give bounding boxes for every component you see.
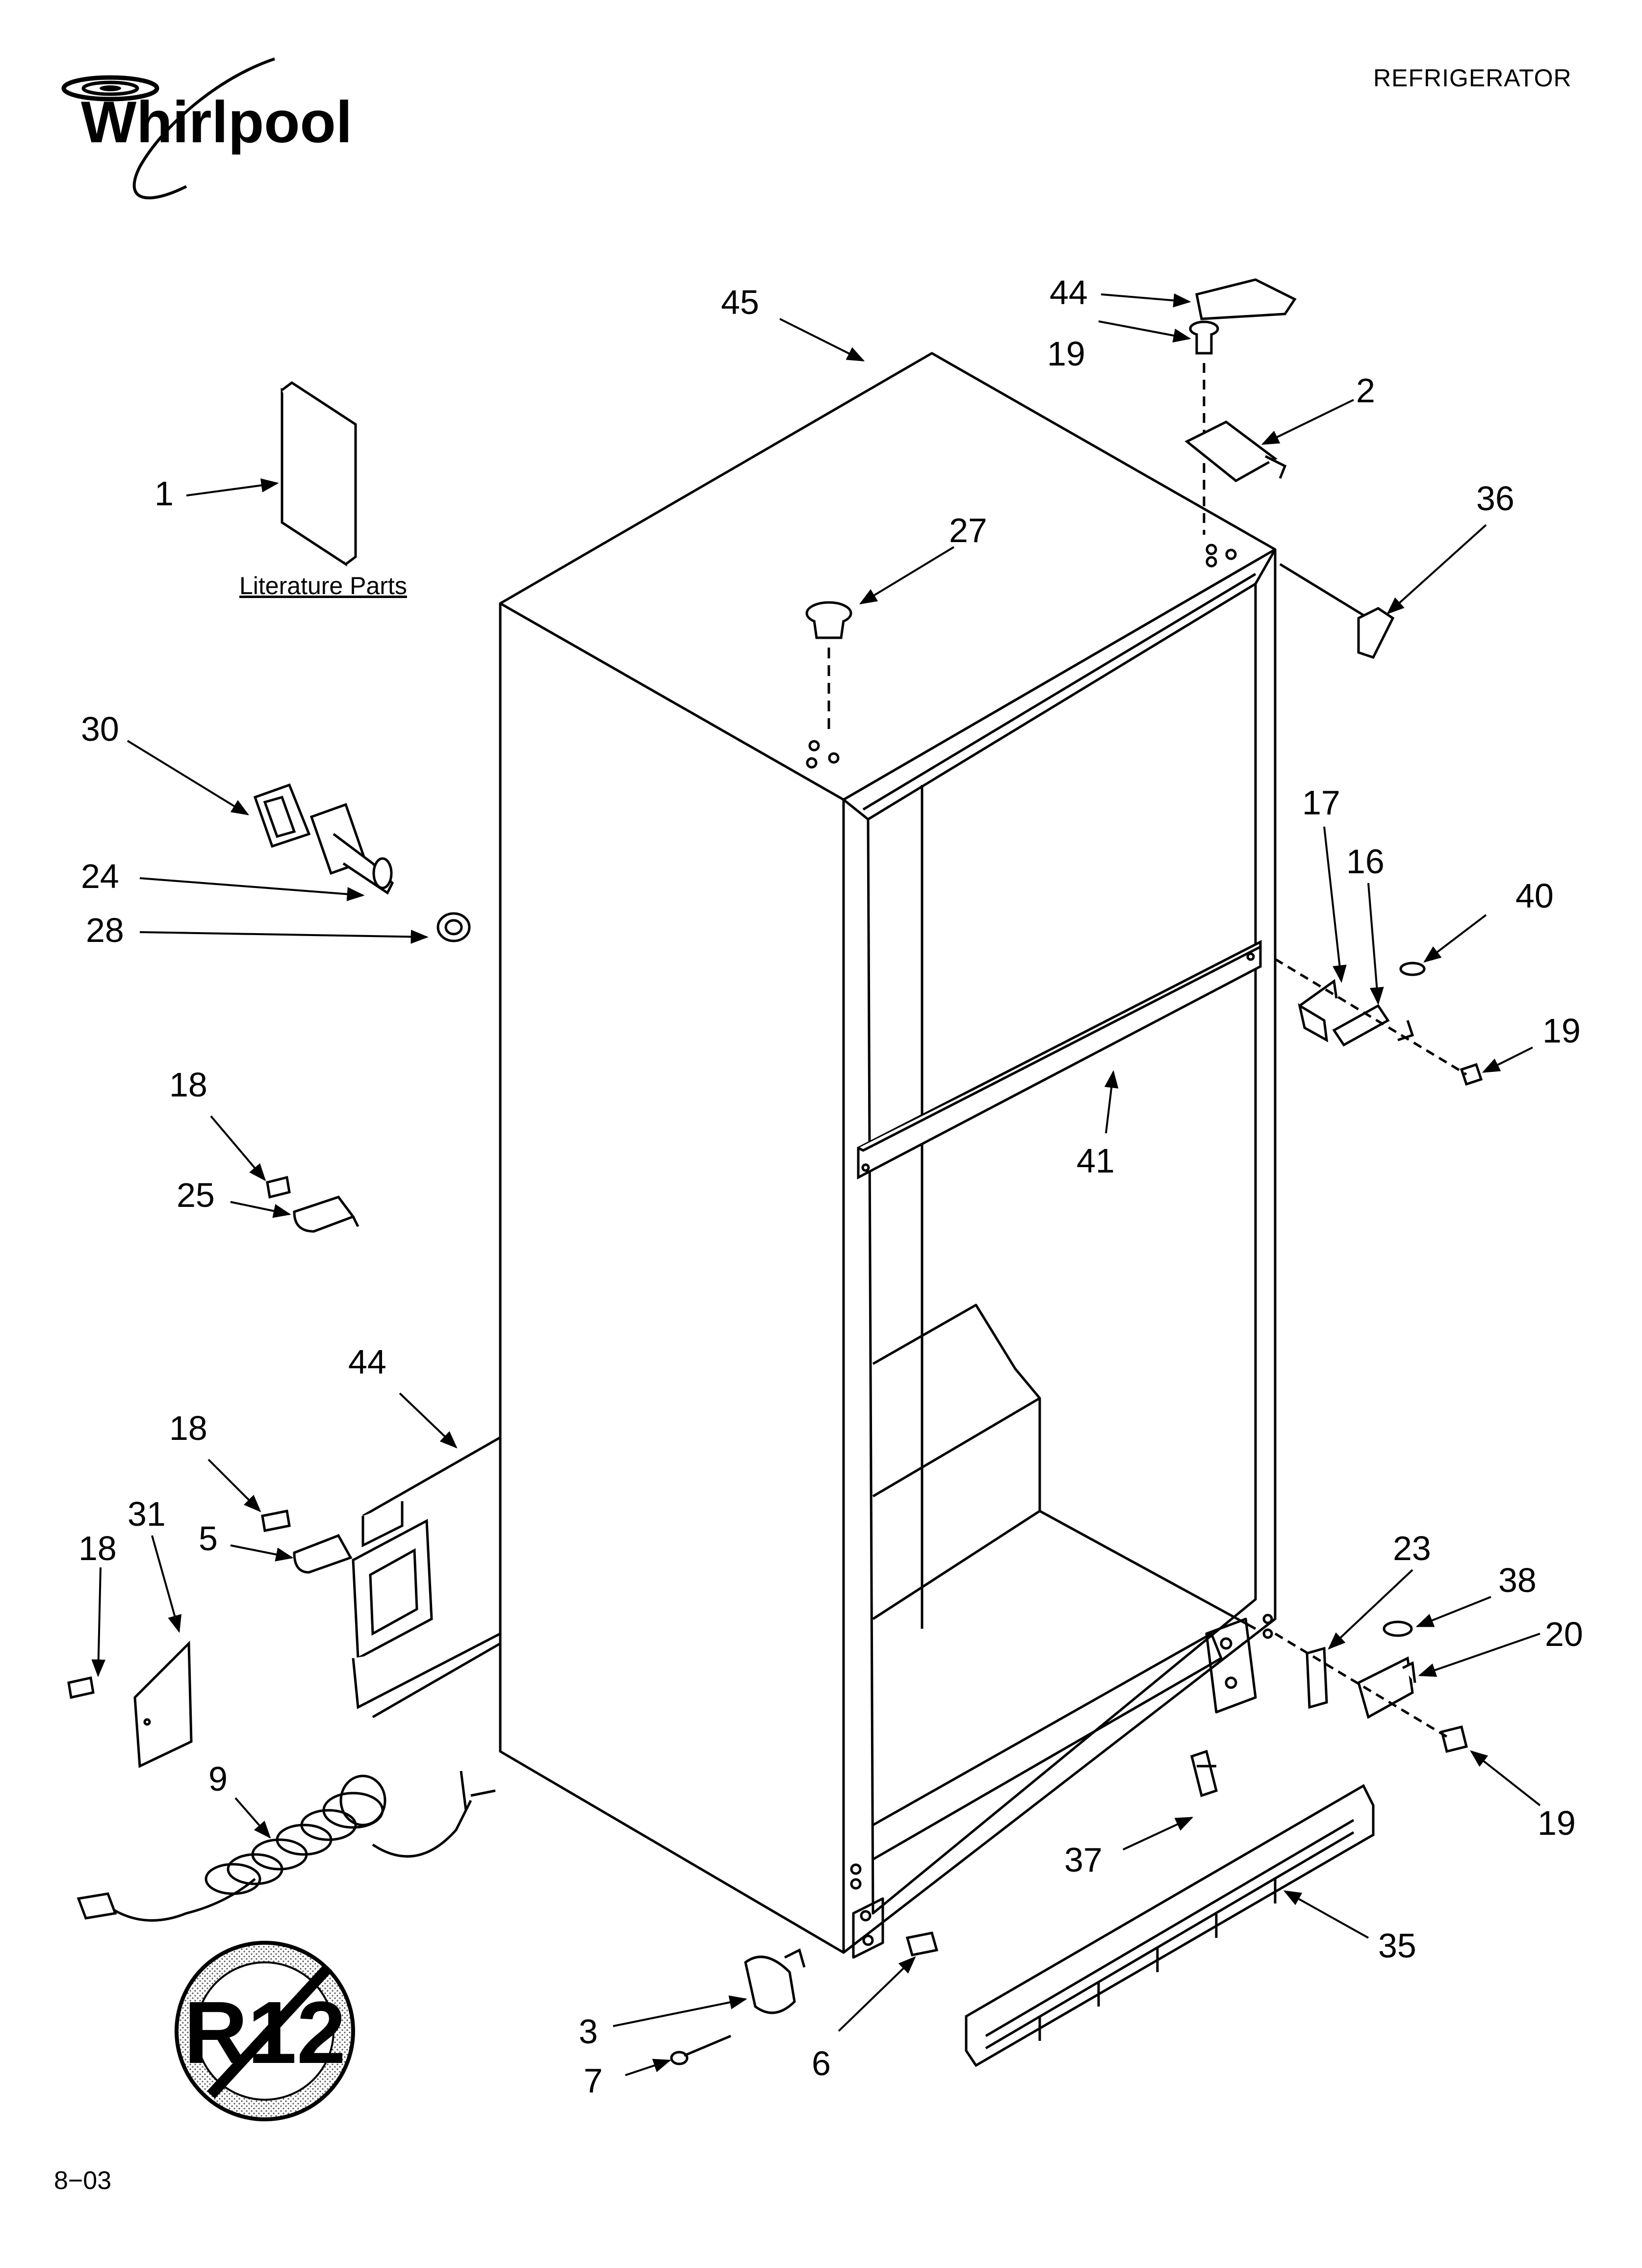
rear-panel-44 [352,1436,501,1719]
leader-18a [210,1115,266,1181]
hinge-cover-35 [1279,563,1395,659]
callout-35: 36 [1476,479,1514,518]
clamp-5 [261,1510,353,1574]
leader-19a [1098,320,1191,343]
callout-45: 45 [721,283,759,321]
clip-37 [1190,1749,1218,1798]
leader-31 [151,1535,182,1633]
leader-17 [1323,826,1347,983]
pin-7 [670,2034,731,2065]
leader-19c [1470,1750,1541,1806]
callout-27: 27 [949,511,987,549]
callout-3: 3 [579,2012,598,2051]
leader-38 [1415,1596,1491,1627]
callout-9: 9 [208,1760,228,1798]
callout-19b: 19 [1542,1012,1581,1050]
callout-37: 37 [1064,1841,1103,1879]
callout-6: 6 [812,2044,831,2083]
leader-28 [139,930,429,944]
callout-24: 24 [81,857,119,895]
leader-41 [1104,1070,1119,1134]
callout-7: 7 [584,2061,603,2100]
callout-17: 17 [1302,783,1340,822]
revision-code: 8−03 [54,2166,112,2195]
center-hinge [1274,958,1483,1086]
leader-6 [838,1956,916,2032]
leader-7 [625,2059,671,2076]
power-cord [77,1771,496,1922]
callout-40: 44 [1050,273,1088,312]
callout-30: 30 [81,710,119,748]
callout-16: 16 [1346,842,1385,881]
leader-35 [1386,524,1487,615]
callout-25: 25 [177,1176,215,1214]
callout-39: 40 [1515,877,1554,915]
bottom-hinge [1274,1620,1468,1753]
callout-19c: 19 [1538,1804,1576,1842]
no-r12-icon: R12 [175,1941,355,2121]
leader-1 [186,478,279,496]
top-plug [805,601,852,736]
leader-18c [91,1567,106,1677]
toe-grille [965,1784,1375,2067]
control-knob-assembly [253,783,471,942]
leader-45 [779,318,865,362]
crossbar-rail [857,939,1262,1180]
leader-9 [234,1797,271,1839]
callout-1: 1 [154,474,174,513]
leader-3 [613,1995,747,2027]
leader-16 [1367,883,1384,1005]
screw-6 [905,1931,939,1956]
leader-36 [1283,1890,1369,1939]
callout-44: 44 [348,1343,386,1381]
callout-2: 2 [1356,371,1375,410]
callout-31: 31 [128,1495,166,1533]
leader-lines [91,293,1541,2076]
leader-30 [127,740,250,815]
leader-19b [1482,1046,1533,1073]
whirlpool-wordmark: Whirlpool [81,89,352,155]
leader-23 [1328,1569,1413,1650]
leader-5 [230,1544,294,1562]
leader-37 [1123,1817,1194,1851]
top-hinge-cover [1195,278,1297,320]
callout-19a: 19 [1047,335,1085,373]
cover-31 [67,1641,193,1768]
clamp-25 [266,1175,359,1233]
leader-24 [139,877,365,901]
callout-28: 28 [86,911,124,949]
leader-25 [230,1201,291,1218]
literature-booklet [281,381,357,567]
callout-5: 5 [199,1519,218,1558]
callout-23: 23 [1393,1529,1431,1567]
leader-2 [1261,399,1354,445]
literature-parts-caption: Literature Parts [239,572,407,600]
leader-39 [1423,914,1487,963]
leader-40 [1101,293,1191,308]
callout-18a: 18 [169,1066,207,1104]
top-hinge [1184,420,1287,483]
leader-44 [399,1392,458,1449]
callout-18b: 18 [169,1409,207,1447]
leader-18b [207,1459,261,1512]
callout-36: 35 [1378,1927,1416,1965]
cabinet-shell [499,352,1277,1959]
leader-27 [859,546,955,604]
callout-20: 20 [1545,1615,1583,1653]
callout-41: 41 [1077,1142,1115,1180]
callout-38: 38 [1498,1561,1537,1599]
callout-18c: 18 [78,1529,117,1567]
page-title: REFRIGERATOR [1373,64,1572,92]
leveler-3 [744,1948,806,2014]
whirlpool-logo: Whirlpool [61,57,352,200]
leader-20 [1418,1633,1540,1677]
